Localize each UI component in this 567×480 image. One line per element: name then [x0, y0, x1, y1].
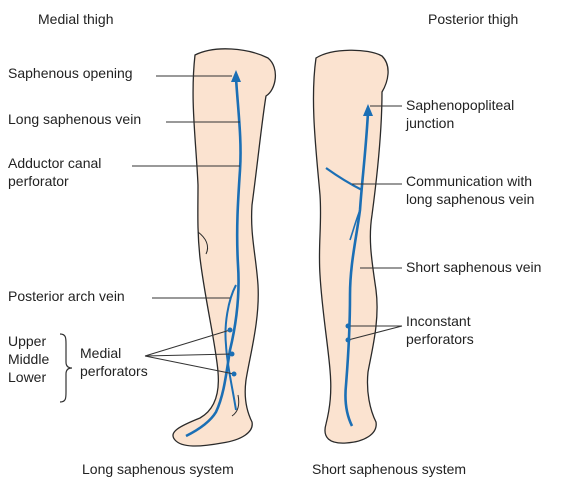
medial-perforator-lower [232, 372, 237, 377]
caption-short-saphenous: Short saphenous system [312, 460, 466, 478]
right-leg-outline [313, 50, 388, 443]
medial-perforator-upper [228, 328, 233, 333]
medial-thigh-header: Medial thigh [38, 10, 114, 28]
label-posterior-arch: Posterior arch vein [8, 287, 125, 305]
label-inconstant-perforators: Inconstant perforators [406, 312, 474, 348]
label-saphenous-opening: Saphenous opening [8, 64, 133, 82]
label-communication: Communication with long saphenous vein [406, 172, 534, 208]
inconstant-perforator-1 [346, 324, 351, 329]
label-adductor-canal: Adductor canal perforator [8, 154, 101, 190]
caption-long-saphenous: Long saphenous system [82, 460, 234, 478]
posterior-thigh-header: Posterior thigh [428, 10, 518, 28]
label-upper-middle-lower: Upper Middle Lower [8, 332, 49, 386]
brace [60, 334, 72, 402]
label-short-saphenous-vein: Short saphenous vein [406, 258, 541, 276]
medial-perforator-middle [230, 352, 235, 357]
inconstant-perforator-2 [346, 338, 351, 343]
label-medial-perforators: Medial perforators [80, 344, 148, 380]
label-saphenopopliteal: Saphenopopliteal junction [406, 96, 514, 132]
label-long-saphenous-vein: Long saphenous vein [8, 110, 141, 128]
